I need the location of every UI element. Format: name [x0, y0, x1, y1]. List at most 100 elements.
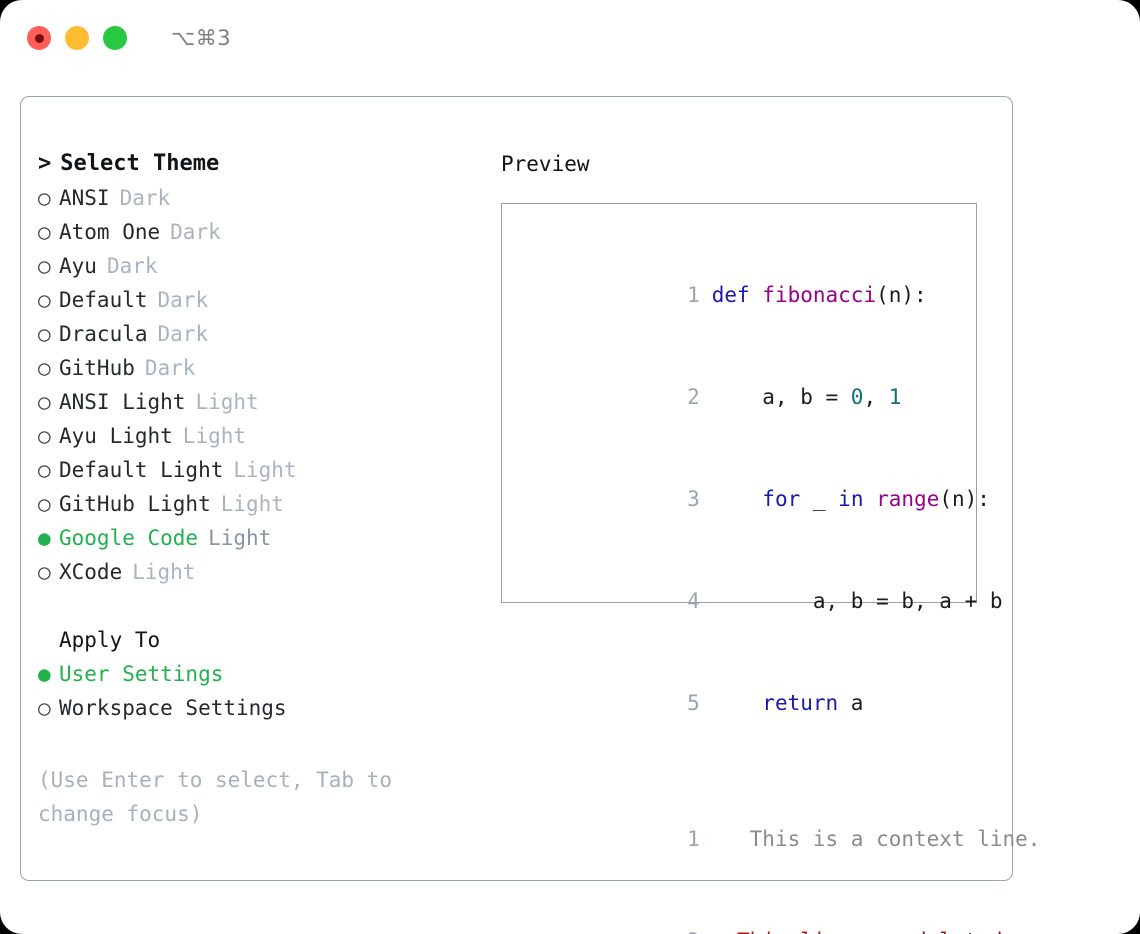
code-token [863, 487, 876, 511]
apply-to-option-workspace-settings[interactable]: ○ Workspace Settings [38, 691, 478, 725]
line-number: 5 [687, 691, 700, 715]
code-token: return [762, 691, 839, 715]
keyboard-shortcut-label: ⌥⌘3 [171, 26, 232, 50]
theme-option-ayu-light[interactable]: ○ Ayu Light Light [38, 419, 478, 453]
code-line: 4 a, b = b, a + b [524, 550, 1002, 652]
radio-icon: ○ [38, 356, 51, 380]
theme-option-github-light[interactable]: ○ GitHub Light Light [38, 487, 478, 521]
theme-variant-badge: Light [208, 526, 272, 550]
radio-icon: ○ [38, 696, 51, 720]
theme-option-dracula-dark[interactable]: ○ Dracula Dark [38, 317, 478, 351]
preview-gap [524, 754, 976, 788]
apply-to-section-title: ○Apply To [38, 623, 478, 657]
section-spacer [38, 589, 478, 623]
line-number: 1 [687, 283, 700, 307]
theme-option-label: Google Code [59, 526, 199, 550]
apply-to-option-label: User Settings [59, 662, 224, 686]
code-line: 5 return a [524, 652, 976, 754]
line-number: 2 [687, 385, 700, 409]
theme-option-label: Ayu [59, 254, 97, 278]
code-token: 1 [888, 385, 902, 409]
radio-icon: ○ [38, 390, 51, 414]
title-bar: ⌥⌘3 [0, 0, 1140, 76]
radio-selected-icon: ● [38, 662, 51, 686]
close-button-icon[interactable] [27, 26, 51, 50]
theme-option-xcode-light[interactable]: ○ XCode Light [38, 555, 478, 589]
code-token: range [876, 487, 940, 511]
zoom-button-icon[interactable] [103, 26, 127, 50]
code-line: 2 a, b = 0, 1 [524, 346, 976, 448]
keyboard-hint-text: (Use Enter to select, Tab to change focu… [38, 768, 393, 826]
minimize-button-icon[interactable] [65, 26, 89, 50]
theme-option-label: ANSI Light [59, 390, 186, 414]
theme-option-label: GitHub [59, 356, 135, 380]
radio-icon: ○ [38, 186, 51, 210]
radio-icon: ○ [38, 458, 51, 482]
preview-heading: Preview [501, 152, 590, 176]
theme-variant-badge: Dark [157, 322, 209, 346]
line-number: 1 [687, 827, 700, 851]
theme-option-ansi-light[interactable]: ○ ANSI Light Light [38, 385, 478, 419]
theme-option-label: GitHub Light [59, 492, 211, 516]
radio-icon: ○ [38, 424, 51, 448]
radio-icon: ○ [38, 492, 51, 516]
radio-icon: ○ [38, 288, 51, 312]
theme-option-atom-one-dark[interactable]: ○ Atom One Dark [38, 215, 478, 249]
theme-variant-badge: Dark [119, 186, 171, 210]
theme-variant-badge: Light [220, 492, 284, 516]
theme-option-label: XCode [59, 560, 123, 584]
theme-variant-badge: Light [182, 424, 247, 448]
radio-icon: ○ [38, 254, 51, 278]
theme-variant-badge: Dark [157, 288, 209, 312]
apply-to-label: Apply To [59, 628, 161, 652]
diff-text: This line was deleted. [724, 929, 1015, 934]
theme-option-default-dark[interactable]: ○ Default Dark [38, 283, 478, 317]
radio-icon: ○ [38, 560, 51, 584]
theme-variant-badge: Dark [170, 220, 221, 244]
theme-option-label: Dracula [59, 322, 148, 346]
code-token: _ [800, 487, 839, 511]
code-token: (n): [876, 283, 927, 307]
apply-to-option-label: Workspace Settings [59, 696, 287, 720]
radio-icon: ○ [38, 322, 51, 346]
code-token: a, b = [711, 385, 851, 409]
diff-sign [712, 827, 725, 851]
code-token: def [711, 283, 763, 307]
spacer-marker: ○ [38, 623, 59, 657]
diff-text: This is a context line. [724, 827, 1041, 851]
theme-option-label: ANSI [59, 186, 110, 210]
theme-variant-badge: Light [132, 560, 196, 584]
code-token: a, b = b, a + b [711, 589, 1003, 613]
hint-spacer [38, 725, 478, 753]
diff-line-context: 1 This is a context line. [524, 788, 1040, 890]
radio-icon: ○ [38, 220, 51, 244]
theme-picker-heading: >Select Theme [38, 147, 478, 181]
code-token: (n): [939, 487, 990, 511]
apply-to-option-user-settings[interactable]: ● User Settings [38, 657, 478, 691]
code-token: 0 [850, 385, 864, 409]
line-number: 2 [676, 924, 700, 934]
theme-option-label: Atom One [59, 220, 161, 244]
theme-variant-badge: Dark [106, 254, 158, 278]
theme-option-label: Default [59, 288, 148, 312]
theme-option-label: Default Light [59, 458, 224, 482]
prompt-caret-icon: > [38, 151, 52, 176]
code-token: in [838, 487, 864, 511]
theme-variant-badge: Light [195, 390, 259, 414]
theme-option-ayu-dark[interactable]: ○ Ayu Dark [38, 249, 478, 283]
diff-sign: - [712, 929, 725, 934]
traffic-lights [27, 26, 127, 50]
code-token: fibonacci [762, 283, 877, 307]
theme-option-ansi-dark[interactable]: ○ ANSI Dark [38, 181, 478, 215]
code-token: for [762, 487, 801, 511]
theme-option-label: Ayu Light [59, 424, 173, 448]
diff-line-deleted: 2 - This line was deleted. [524, 890, 1015, 934]
